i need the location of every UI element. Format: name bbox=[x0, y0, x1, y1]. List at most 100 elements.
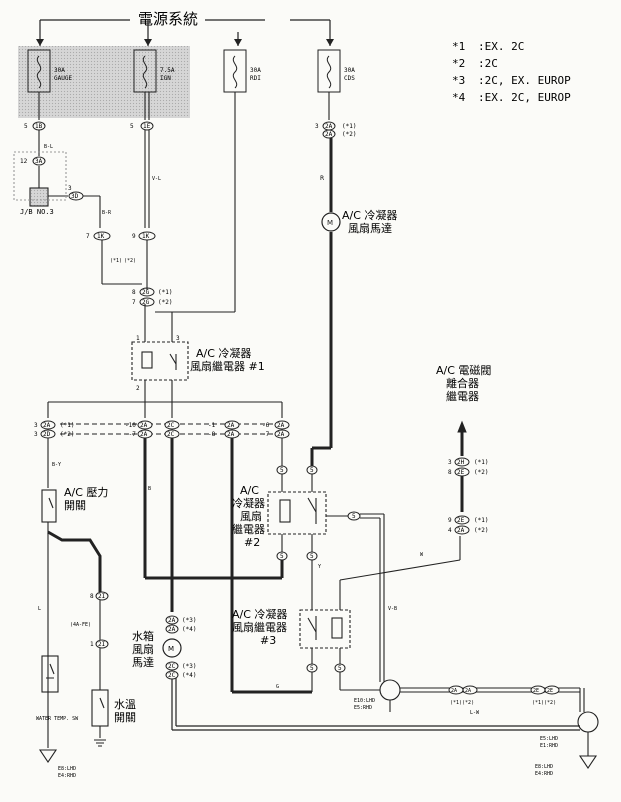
fuse-3-rating: 30A bbox=[250, 67, 261, 74]
svg-text:5: 5 bbox=[352, 513, 356, 520]
wire-color-br: B-R bbox=[102, 210, 112, 216]
svg-text:2A: 2A bbox=[168, 626, 176, 633]
wire-color-vb: V-B bbox=[388, 606, 397, 612]
svg-text:2A: 2A bbox=[457, 527, 465, 534]
fuse-3-name: RDI bbox=[250, 75, 261, 82]
connector-2a-row-right: 2A bbox=[227, 422, 235, 429]
tag-2-g: (*2) bbox=[158, 299, 172, 306]
pin-7: 7 bbox=[86, 233, 90, 240]
connector-1b: 1B bbox=[35, 123, 43, 130]
fuse-4-rating: 30A bbox=[344, 67, 355, 74]
mag-clutch-relay-label: A/C 電磁閥離合器繼電器 bbox=[436, 364, 491, 403]
connector-1k-7: 1K bbox=[97, 233, 105, 240]
connector-3a: 3A bbox=[35, 158, 43, 165]
pin-8r: 8 bbox=[448, 469, 452, 476]
connector-2a-fan: 2A bbox=[168, 617, 176, 624]
svg-text:5: 5 bbox=[280, 553, 284, 560]
tag-3-fan: (*3) bbox=[182, 617, 196, 624]
connector-2c-row: 2C bbox=[167, 422, 175, 429]
ground-junction-icon-2 bbox=[577, 711, 599, 733]
pin-3-cds: 3 bbox=[315, 123, 319, 130]
svg-text:E4:RHD: E4:RHD bbox=[535, 771, 553, 777]
pin-2a: 2 bbox=[136, 385, 140, 392]
ground-left-2: E4:RHD bbox=[58, 773, 76, 779]
pin-5-mid: 5 bbox=[130, 123, 134, 130]
tag-2-cds: (*2) bbox=[342, 131, 356, 138]
tag-4-fan: (*4) bbox=[182, 626, 196, 633]
connector-2i: 2I bbox=[98, 593, 106, 600]
svg-text:2A: 2A bbox=[227, 431, 235, 438]
cds-fan-motor-icon bbox=[321, 212, 341, 232]
title-power-system: 電源系統 bbox=[138, 10, 198, 28]
pin-4r: 4 bbox=[448, 527, 452, 534]
svg-text:5: 5 bbox=[310, 467, 314, 474]
legend-text-2: :2C bbox=[478, 57, 498, 70]
relay-2-box bbox=[267, 491, 327, 535]
fuse-icon bbox=[232, 55, 238, 89]
pin-7b: 7 bbox=[132, 299, 136, 306]
svg-text:-1: -1 bbox=[208, 422, 216, 429]
svg-text:2G: 2G bbox=[142, 299, 150, 306]
cds-fan-motor-label: A/C 冷凝器風扇馬達 bbox=[342, 208, 397, 235]
jb-label: J/B NO.3 bbox=[20, 208, 54, 216]
pin-9: 9 bbox=[132, 233, 136, 240]
svg-text:2A: 2A bbox=[140, 431, 148, 438]
connector-3d: 3D bbox=[71, 193, 79, 200]
pin-1h: 1 bbox=[90, 641, 94, 648]
legend: *1 :EX. 2C *2 :2C *3 :2C, EX. EUROP *4 :… bbox=[452, 40, 571, 104]
svg-text:(*1): (*1) bbox=[60, 422, 74, 429]
svg-text:(*3): (*3) bbox=[182, 663, 196, 670]
pin-row-b: 3 bbox=[34, 431, 38, 438]
fuse-4-name: CDS bbox=[344, 75, 355, 82]
fuse-2-rating: 7.5A bbox=[160, 67, 175, 74]
svg-text:(*1): (*1) bbox=[474, 517, 488, 524]
svg-text:(*2): (*2) bbox=[60, 431, 74, 438]
pressure-switch-label: A/C 壓力開關 bbox=[64, 486, 108, 512]
svg-text:M: M bbox=[327, 219, 333, 227]
radiator-fan-label: 水箱風扇馬達 bbox=[132, 629, 154, 669]
svg-text:5: 5 bbox=[280, 467, 284, 474]
svg-text:(*4): (*4) bbox=[182, 672, 196, 679]
svg-text:(*1): (*1) bbox=[474, 459, 488, 466]
fuse-icon bbox=[36, 55, 42, 89]
connector-2e: 2E bbox=[457, 517, 465, 524]
pin-3r: 3 bbox=[448, 459, 452, 466]
water-temp-label: 水溫開關 bbox=[114, 697, 136, 724]
radiator-fan-motor-icon bbox=[162, 638, 182, 658]
pin-3-jb: 3 bbox=[68, 185, 72, 192]
pin-row-a: 3 bbox=[34, 422, 38, 429]
wire-color-lw: L-W bbox=[470, 710, 480, 716]
svg-text:-10: -10 bbox=[125, 422, 136, 429]
relay-1-box bbox=[131, 341, 189, 381]
fuse-icon bbox=[326, 55, 332, 89]
pin-8: 8 bbox=[132, 289, 136, 296]
legend-text-3: :2C, EX. EUROP bbox=[478, 74, 571, 87]
tag-1-g: (*1) bbox=[158, 289, 172, 296]
temp-switch-note: WATER TEMP. SW bbox=[36, 716, 79, 722]
tag-1-cds: (*1) bbox=[342, 123, 356, 130]
ground-left-1: E8:LHD bbox=[58, 766, 76, 772]
svg-text:-8: -8 bbox=[208, 431, 216, 438]
relay-3-box bbox=[299, 609, 351, 649]
connector-1e: 1E bbox=[143, 123, 151, 130]
wire-color-vl: V-L bbox=[152, 176, 161, 182]
svg-text:-6: -6 bbox=[262, 422, 270, 429]
pin-9r: 9 bbox=[448, 517, 452, 524]
svg-text:2A: 2A bbox=[277, 422, 285, 429]
svg-text:(*2): (*2) bbox=[474, 469, 488, 476]
svg-text:-7: -7 bbox=[262, 431, 270, 438]
svg-text:5: 5 bbox=[310, 553, 314, 560]
connector-2a-row-mid: 2A bbox=[140, 422, 148, 429]
connector-2a-row-left: 2A bbox=[43, 422, 51, 429]
wire-color-b: B bbox=[148, 486, 151, 492]
tag-box-a: (*1)(*2) bbox=[450, 700, 474, 706]
pin-8l: 8 bbox=[90, 593, 94, 600]
svg-text:2A: 2A bbox=[465, 688, 471, 694]
fuse-icon bbox=[142, 55, 148, 89]
relay-3-label: A/C 冷凝器風扇繼電器#3 bbox=[232, 607, 287, 647]
svg-text:2D: 2D bbox=[43, 431, 51, 438]
tag-box-b: (*1)(*2) bbox=[532, 700, 556, 706]
svg-text:E8:LHD: E8:LHD bbox=[535, 764, 553, 770]
svg-text:2A: 2A bbox=[277, 431, 285, 438]
